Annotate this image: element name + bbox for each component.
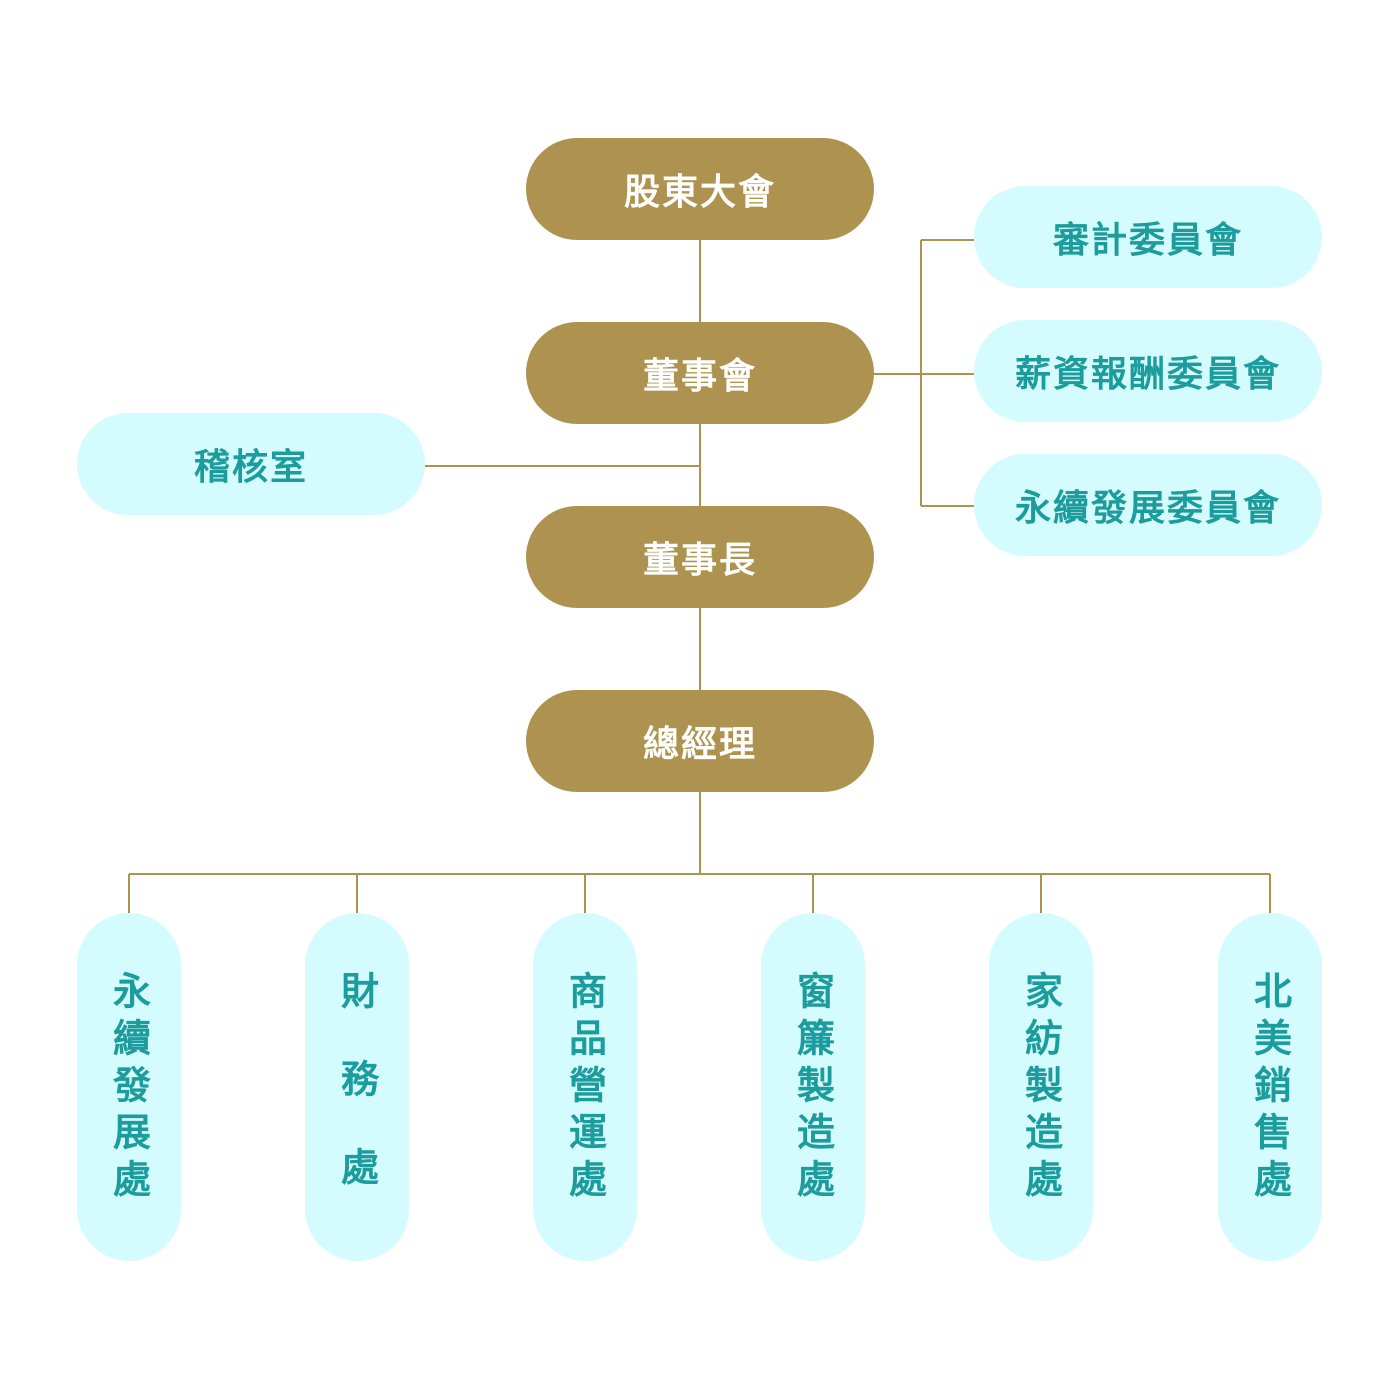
node-label: 股東大會 <box>623 172 776 213</box>
node-chairman: 董事長 <box>526 506 874 608</box>
node-general-manager: 總經理 <box>526 690 874 792</box>
node-label: 總經理 <box>642 724 757 765</box>
node-label: 窗簾製造處 <box>790 971 835 1206</box>
node-shareholders-meeting: 股東大會 <box>526 138 874 240</box>
node-sustainability-committee: 永續發展委員會 <box>974 454 1322 556</box>
node-audit-committee: 審計委員會 <box>974 186 1322 288</box>
node-dept-sustainability: 永續發展處 <box>77 913 181 1261</box>
node-board-of-directors: 董事會 <box>526 322 874 424</box>
node-label: 薪資報酬委員會 <box>1014 354 1281 395</box>
node-label: 審計委員會 <box>1052 220 1243 261</box>
node-dept-curtain-manufacturing: 窗簾製造處 <box>761 913 865 1261</box>
node-remuneration-committee: 薪資報酬委員會 <box>974 320 1322 422</box>
node-label: 稽核室 <box>193 447 308 488</box>
node-dept-home-textile-manufacturing: 家紡製造處 <box>989 913 1093 1261</box>
node-label: 家紡製造處 <box>1018 971 1063 1206</box>
node-label: 永續發展處 <box>106 971 151 1206</box>
node-dept-north-america-sales: 北美銷售處 <box>1218 913 1322 1261</box>
node-dept-merchandise-operations: 商品營運處 <box>533 913 637 1261</box>
node-audit-office: 稽核室 <box>77 413 425 515</box>
node-label: 北美銷售處 <box>1247 971 1292 1206</box>
node-label: 董事長 <box>642 540 757 581</box>
node-label: 永續發展委員會 <box>1014 488 1281 529</box>
node-label: 財務處 <box>334 971 379 1235</box>
node-label: 董事會 <box>642 356 757 397</box>
node-label: 商品營運處 <box>562 971 607 1206</box>
node-dept-finance: 財務處 <box>305 913 409 1261</box>
